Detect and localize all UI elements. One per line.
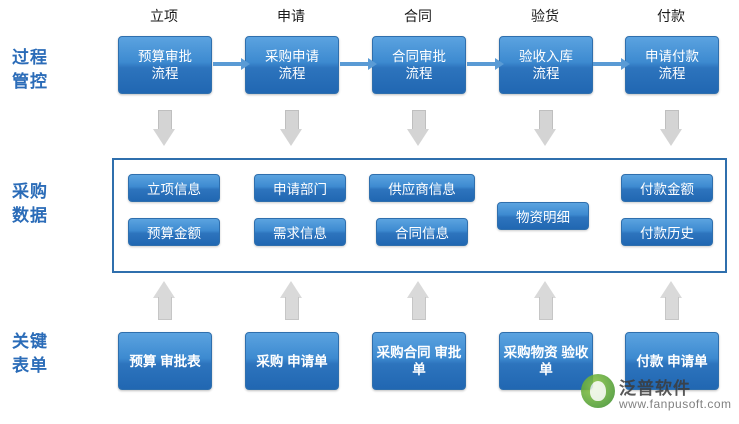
data-pill-top-5[interactable]: 付款金额	[621, 174, 713, 202]
form-box-5-line2: 申请单	[667, 353, 708, 369]
stage-caption-1: 立项	[150, 8, 178, 24]
form-box-2-line1: 采购	[256, 353, 284, 369]
arrow-down-icon-5	[660, 110, 682, 148]
row-label-data-line2: 数据	[12, 206, 48, 225]
arrow-up-icon-4	[534, 281, 556, 320]
form-box-2[interactable]: 采购 申请单	[245, 332, 339, 390]
flow-arrow-right-icon-1	[213, 58, 250, 70]
process-box-4[interactable]: 验收入库 流程	[499, 36, 593, 94]
form-box-1-line2: 审批表	[160, 353, 201, 369]
process-box-2[interactable]: 采购申请 流程	[245, 36, 339, 94]
row-label-process-line1: 过程	[12, 48, 48, 67]
data-pill-top-4[interactable]: 物资明细	[497, 202, 589, 230]
process-box-2-line2: 流程	[278, 66, 306, 81]
form-box-3-line1: 采购合同	[376, 345, 431, 360]
form-box-5-line1: 付款	[636, 353, 664, 369]
process-box-5-line2: 流程	[658, 66, 686, 81]
arrow-up-icon-5	[660, 281, 682, 320]
data-pill-bottom-3[interactable]: 合同信息	[376, 218, 468, 246]
stage-caption-4: 验货	[531, 8, 559, 24]
process-box-2-line1: 采购申请	[265, 49, 319, 64]
form-box-1-line1: 预算	[129, 353, 157, 369]
watermark-url: www.fanpusoft.com	[619, 397, 732, 411]
arrow-down-icon-3	[407, 110, 429, 148]
row-label-data-line1: 采购	[12, 182, 48, 201]
stage-caption-2: 申请	[277, 8, 305, 24]
data-pill-top-3[interactable]: 供应商信息	[369, 174, 475, 202]
data-pill-top-1[interactable]: 立项信息	[128, 174, 220, 202]
data-pill-bottom-4[interactable]: 付款历史	[621, 218, 713, 246]
process-box-4-line2: 流程	[532, 66, 560, 81]
form-box-3[interactable]: 采购合同 审批单	[372, 332, 466, 390]
stage-caption-5: 付款	[657, 8, 685, 24]
data-pill-top-2[interactable]: 申请部门	[254, 174, 346, 202]
process-box-5[interactable]: 申请付款 流程	[625, 36, 719, 94]
row-label-forms: 关键 表单	[12, 330, 48, 378]
row-label-forms-line2: 表单	[12, 356, 48, 375]
process-box-3[interactable]: 合同审批 流程	[372, 36, 466, 94]
form-box-1[interactable]: 预算 审批表	[118, 332, 212, 390]
process-box-3-line2: 流程	[405, 66, 433, 81]
form-box-4-line1: 采购物资	[503, 345, 558, 360]
form-box-2-line2: 申请单	[287, 353, 328, 369]
flow-arrow-right-icon-2	[340, 58, 377, 70]
arrow-down-icon-4	[534, 110, 556, 148]
watermark: 泛普软件 www.fanpusoft.com	[581, 372, 731, 418]
flow-arrow-right-icon-4	[593, 58, 630, 70]
data-pill-bottom-1[interactable]: 预算金额	[128, 218, 220, 246]
flow-arrow-right-icon-3	[467, 58, 504, 70]
process-box-1-line1: 预算审批	[138, 49, 192, 64]
process-box-3-line1: 合同审批	[392, 49, 446, 64]
arrow-up-icon-1	[153, 281, 175, 320]
process-box-4-line1: 验收入库	[519, 49, 573, 64]
stage-caption-3: 合同	[404, 8, 432, 24]
process-box-1-line2: 流程	[151, 66, 179, 81]
form-box-3-line2: 审批单	[412, 345, 462, 377]
fanpu-logo-icon	[581, 374, 615, 408]
arrow-up-icon-3	[407, 281, 429, 320]
form-box-5[interactable]: 付款 申请单	[625, 332, 719, 390]
process-box-5-line1: 申请付款	[645, 49, 699, 64]
arrow-up-icon-2	[280, 281, 302, 320]
watermark-brand: 泛普软件	[619, 379, 691, 398]
row-label-forms-line1: 关键	[12, 332, 48, 351]
purchase-data-panel: 立项信息 申请部门 供应商信息 物资明细 付款金额 预算金额 需求信息 合同信息…	[112, 158, 727, 273]
row-label-process-line2: 管控	[12, 72, 48, 91]
form-box-4[interactable]: 采购物资 验收单	[499, 332, 593, 390]
arrow-down-icon-2	[280, 110, 302, 148]
process-box-1[interactable]: 预算审批 流程	[118, 36, 212, 94]
form-box-4-line2: 验收单	[539, 345, 589, 377]
arrow-down-icon-1	[153, 110, 175, 148]
row-label-process: 过程 管控	[12, 46, 48, 94]
data-pill-bottom-2[interactable]: 需求信息	[254, 218, 346, 246]
row-label-data: 采购 数据	[12, 180, 48, 228]
